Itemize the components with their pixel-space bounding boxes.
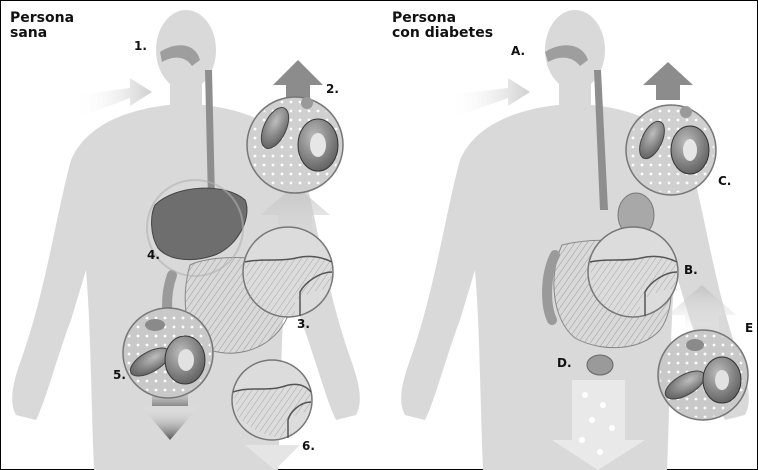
cell-membrane-circle-6	[232, 360, 312, 440]
diabetic-person-title: Persona con diabetes	[392, 11, 493, 41]
label-a: A.	[511, 45, 525, 57]
blood-cells-circle-e	[658, 330, 748, 420]
up-arrow-2	[273, 60, 323, 100]
label-2: 2.	[326, 83, 339, 95]
healthy-person-title: Persona sana	[10, 11, 74, 41]
label-d: D.	[557, 357, 572, 369]
label-6: 6.	[302, 440, 315, 452]
label-1: 1.	[134, 40, 147, 52]
blood-cells-circle-c	[626, 105, 716, 195]
label-b: B.	[684, 264, 698, 276]
diabetic-person-figure	[401, 10, 749, 470]
cell-membrane-circle-3	[243, 227, 333, 318]
label-4: 4.	[147, 249, 160, 261]
label-c: C.	[718, 175, 731, 187]
label-e: E	[745, 322, 753, 334]
air-intake-arrow-right	[448, 78, 530, 118]
up-arrow-c	[643, 62, 693, 100]
label-3: 3.	[297, 318, 310, 330]
bladder	[587, 355, 613, 375]
healthy-person-figure	[12, 10, 360, 470]
blood-cells-circle-5	[123, 308, 213, 398]
label-5: 5.	[113, 369, 126, 381]
cell-membrane-circle-b	[588, 227, 678, 318]
blood-cells-circle-2	[247, 97, 343, 193]
